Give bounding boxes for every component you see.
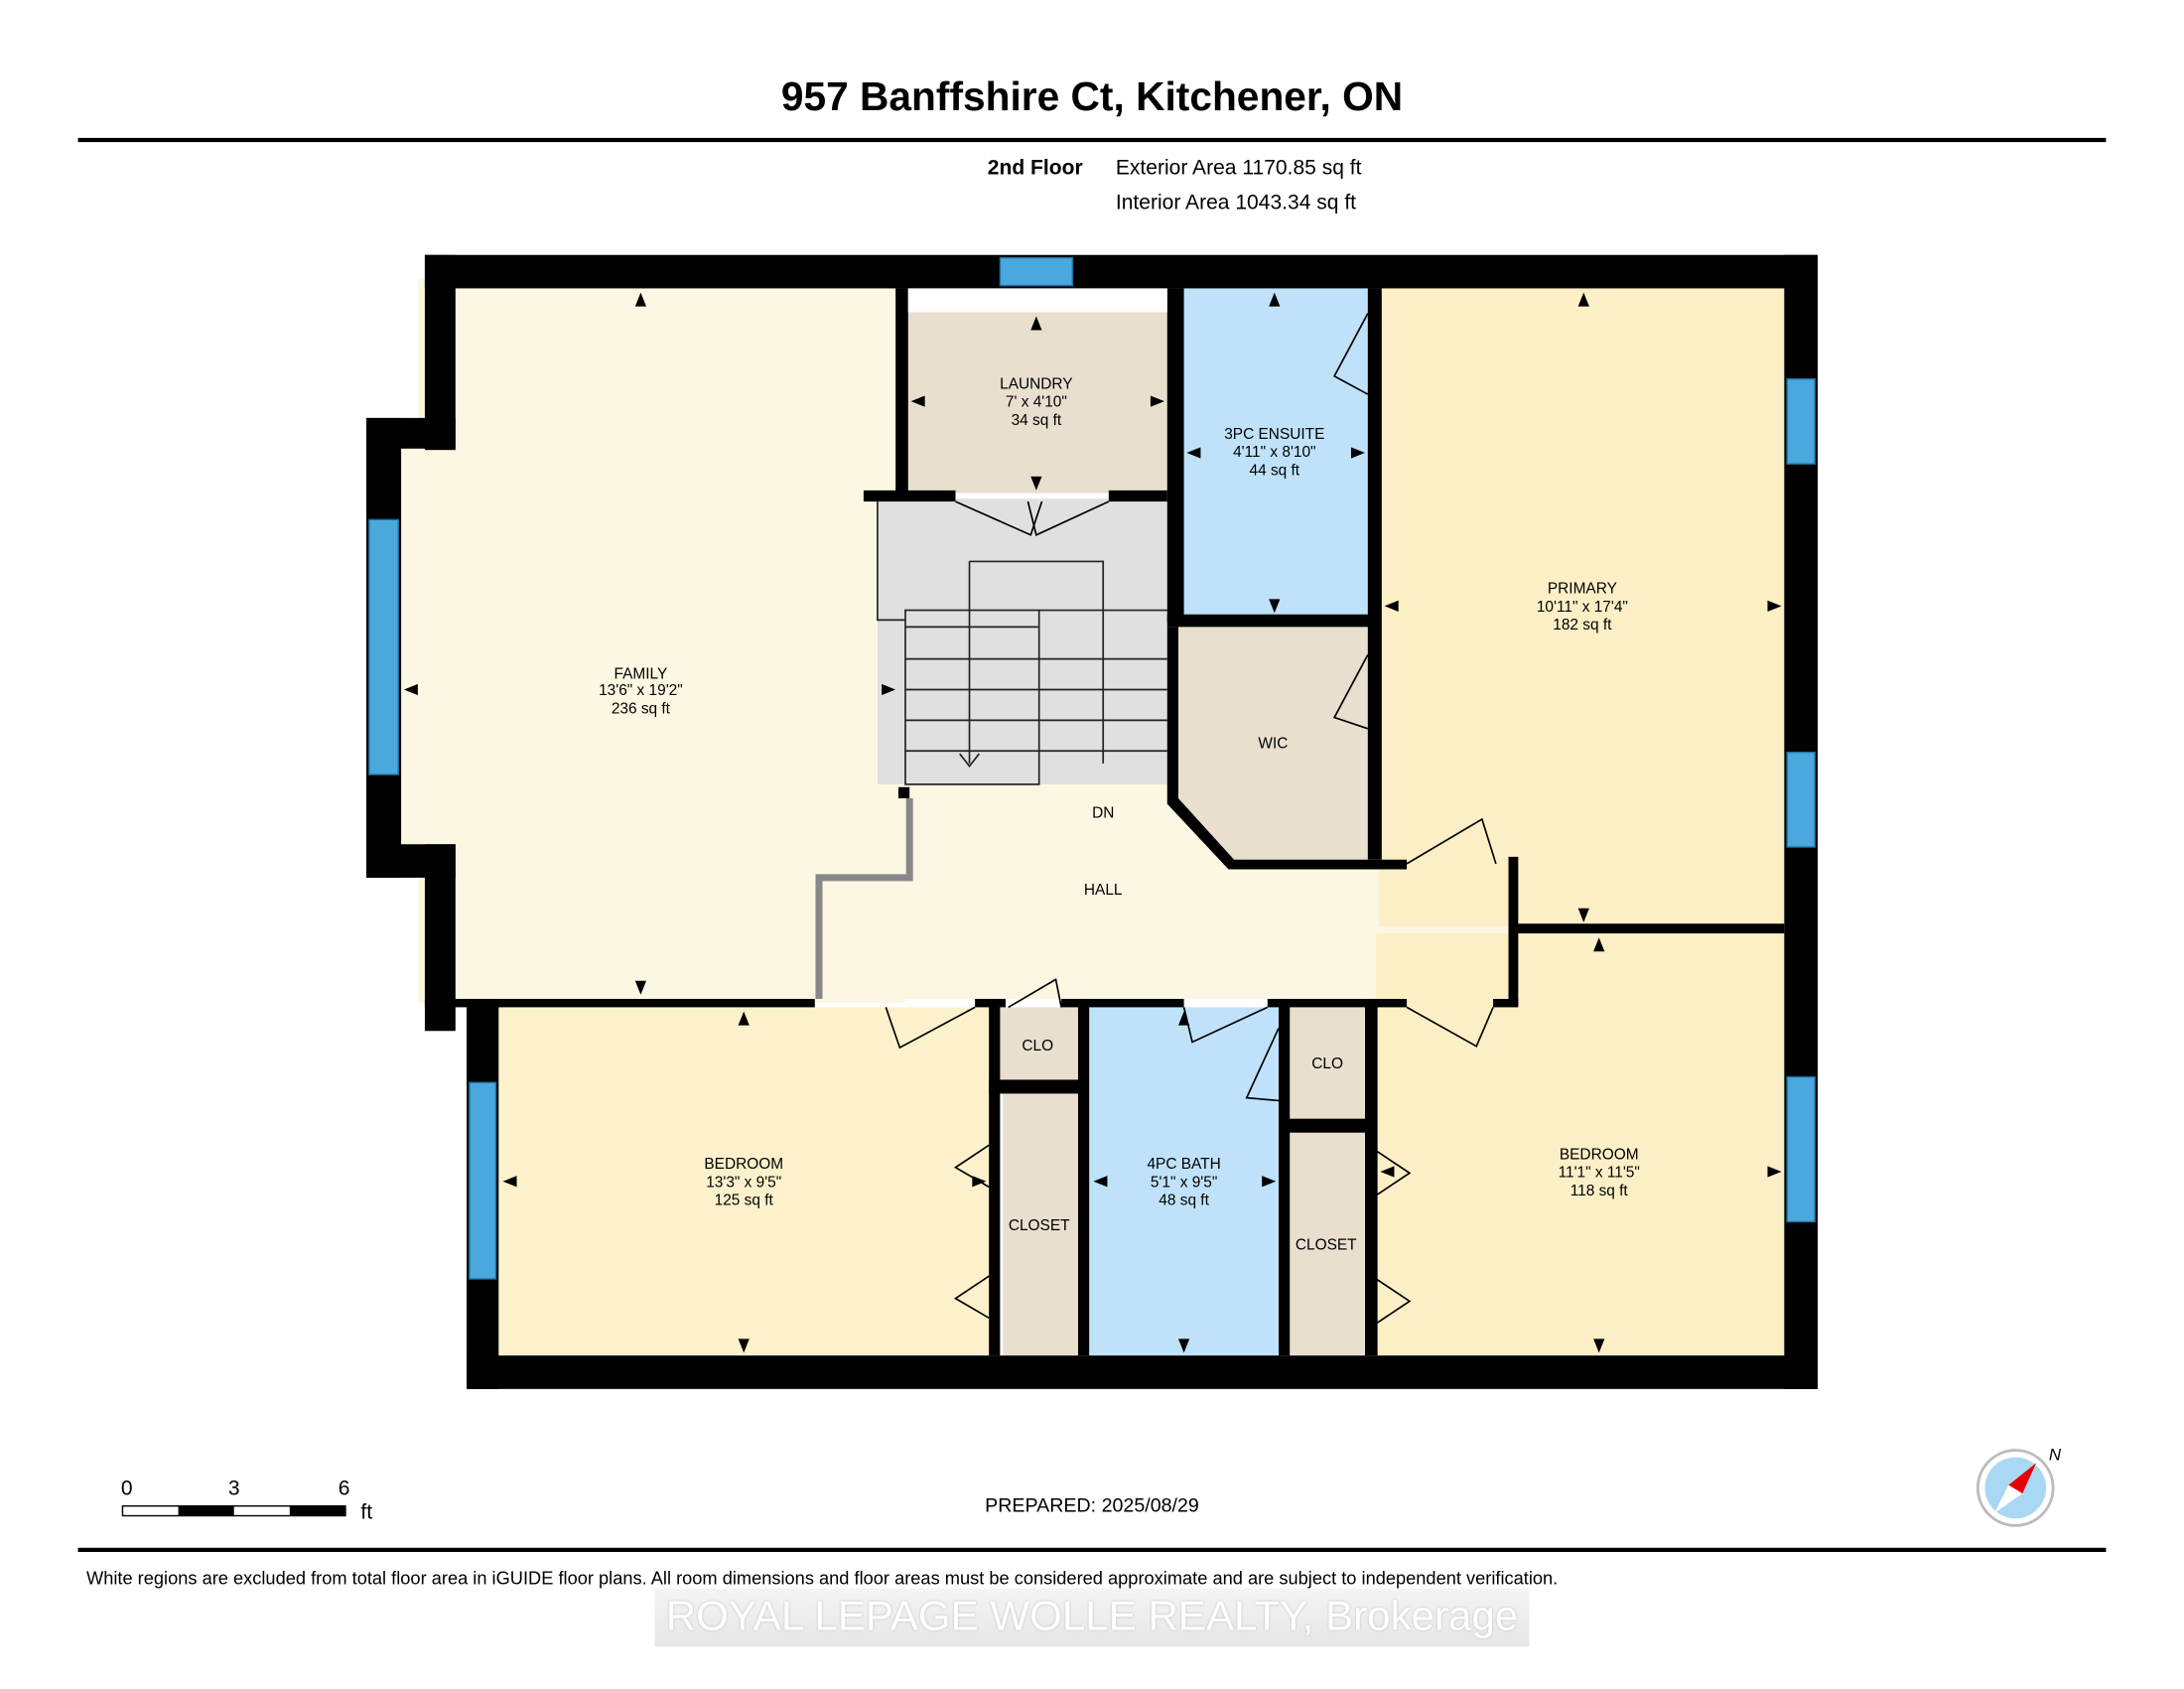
exterior-area: Exterior Area 1170.85 sq ft [1115,156,1362,180]
ensuite-room [1183,288,1368,617]
family-name: FAMILY [614,665,668,682]
bath-room [1089,1007,1280,1356]
bedroom-left-area: 125 sq ft [715,1193,774,1209]
stairs-dn-label: DN [1092,805,1114,822]
bath-dims: 5'1" x 9'5" [1151,1174,1217,1191]
stairs [877,498,1167,784]
bedroom-right-name: BEDROOM [1560,1146,1639,1163]
bedroom-left-name: BEDROOM [704,1156,783,1173]
scale-tick-3: 3 [228,1477,240,1499]
ensuite-area: 44 sq ft [1250,462,1300,479]
clo-left-room [1000,1007,1078,1080]
compass-icon: N [1976,1445,2062,1527]
ensuite-name: 3PC ENSUITE [1224,426,1324,443]
wic-room [1177,627,1368,860]
hall-name: HALL [1084,882,1123,899]
room-labels: FAMILY 13'6" x 19'2" 236 sq ft LAUNDRY 7… [599,375,1640,1253]
interior-area: Interior Area 1043.34 sq ft [1115,191,1357,215]
closet-right-name: CLOSET [1296,1237,1357,1254]
floor-label: 2nd Floor [987,156,1083,180]
bath-area: 48 sq ft [1159,1193,1209,1209]
laundry-area: 34 sq ft [1012,412,1062,429]
disclaimer: White regions are excluded from total fl… [85,1567,1559,1589]
laundry-dims: 7' x 4'10" [1006,394,1067,411]
door-swings [885,313,1497,1325]
dimension-arrows [403,292,1782,1353]
scale-tick-6: 6 [339,1477,350,1499]
windows [368,256,1816,1280]
bath-name: 4PC BATH [1147,1156,1220,1173]
closet-left-room [1003,1093,1078,1356]
bedroom-left-room [498,1007,991,1356]
stair-treads [877,501,1167,785]
clo-right-room [1290,1007,1365,1119]
primary-area: 182 sq ft [1553,617,1612,633]
scale-unit: ft [360,1500,372,1523]
ensuite-dims: 4'11" x 8'10" [1233,444,1315,461]
bedroom-left-dims: 13'3" x 9'5" [706,1174,781,1191]
family-room [417,278,905,1004]
laundry-room [907,312,1167,493]
clo-right-name: CLO [1311,1056,1343,1072]
prepared-date: PREPARED: 2025/08/29 [985,1494,1199,1516]
laundry-name: LAUNDRY [1000,375,1072,392]
hall-room [828,779,1509,999]
room-fills [389,278,1785,1356]
page-title: 957 Banffshire Ct, Kitchener, ON [780,74,1404,120]
excluded-region [907,288,1167,313]
primary-room [1379,288,1785,927]
scale-tick-0: 0 [121,1477,133,1499]
closet-right-room [1290,1132,1365,1356]
primary-name: PRIMARY [1548,581,1617,598]
bedroom-right-area: 118 sq ft [1570,1183,1629,1199]
top-divider [77,137,2107,143]
primary-dims: 10'11" x 17'4" [1537,599,1628,616]
compass-north-label: N [2049,1445,2062,1464]
brokerage-watermark: ROYAL LEPAGE WOLLE REALTY, Brokerage [654,1588,1530,1647]
bottom-divider [77,1547,2107,1553]
family-dims: 13'6" x 19'2" [599,682,683,699]
bedroom-right-dims: 11'1" x 11'5" [1559,1165,1640,1182]
bedroom-right-room [1376,933,1785,1356]
half-wall [815,797,913,999]
scale-bar: 0 3 6 ft [121,1477,372,1523]
clo-left-name: CLO [1022,1038,1053,1055]
closet-left-name: CLOSET [1009,1217,1070,1234]
wic-name: WIC [1258,735,1288,752]
family-area: 236 sq ft [612,700,671,717]
